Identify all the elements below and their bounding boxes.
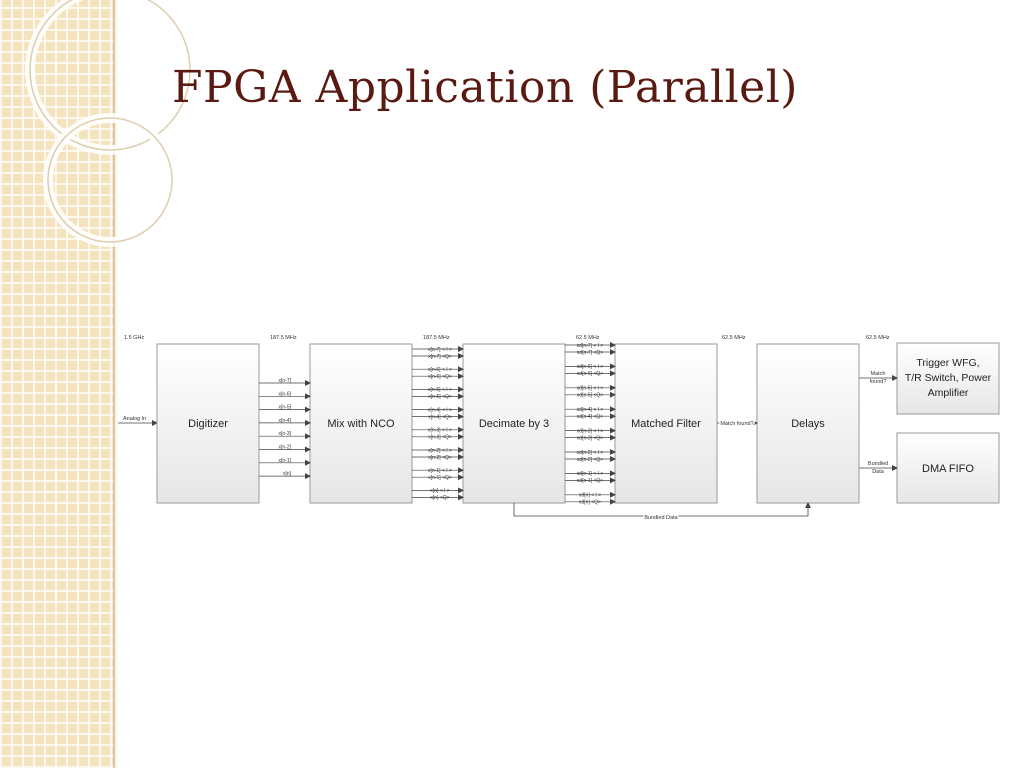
trigger-block: Trigger WFG, T/R Switch, Power Amplifier bbox=[896, 342, 1000, 415]
dma-fifo-label: DMA FIFO bbox=[922, 463, 974, 475]
decimate-label: Decimate by 3 bbox=[479, 418, 549, 430]
decimate-output-label: xd[n-1] < I > bbox=[577, 471, 604, 477]
nco-output-label: x[n-3] <Q> bbox=[428, 435, 452, 441]
decimate-output-label: xd[n] <Q> bbox=[579, 500, 601, 506]
decimate-block: Decimate by 3 bbox=[462, 343, 566, 504]
clock-label-delays: 62.5 MHz bbox=[866, 335, 890, 341]
decimate-output-label: xd[n-2] <Q> bbox=[577, 457, 603, 463]
decimate-output-label: xd[n-6] < I > bbox=[577, 364, 604, 370]
decimate-output-label: xd[n-5] < I > bbox=[577, 386, 604, 392]
clock-label-input: 1.5 GHz bbox=[124, 335, 144, 341]
trigger-label-line-3: Amplifier bbox=[928, 387, 969, 399]
nco-output-label: x[n-6] < I > bbox=[428, 367, 452, 373]
decimate-output-label: xd[n-4] <Q> bbox=[577, 414, 603, 420]
delays-match-label-1: Match bbox=[871, 371, 886, 377]
delays-block: Delays bbox=[756, 343, 860, 504]
digitizer-output-label: x[n-3] bbox=[278, 431, 291, 437]
clock-label-decimate: 62.5 MHz bbox=[576, 335, 600, 341]
decorative-circles bbox=[25, 0, 195, 247]
decimate-output-label: xd[n-3] < I > bbox=[577, 428, 604, 434]
nco-output-label: x[n-6] <Q> bbox=[428, 374, 452, 380]
nco-output-label: x[n-1] <Q> bbox=[428, 475, 452, 481]
mix-nco-block: Mix with NCO bbox=[309, 343, 413, 504]
digitizer-output-label: x[n-4] bbox=[278, 418, 291, 424]
nco-output-label: x[n-5] <Q> bbox=[428, 394, 452, 400]
matched-filter-block: Matched Filter bbox=[614, 343, 718, 504]
digitizer-output-label: x[n-2] bbox=[278, 445, 291, 451]
delays-label: Delays bbox=[791, 418, 825, 430]
delays-bundled-label-2: Data bbox=[872, 469, 885, 475]
digitizer-output-label: x[n-6] bbox=[278, 391, 291, 397]
delays-bundled-label-1: Bundled bbox=[868, 461, 888, 467]
sidebar-shadow bbox=[113, 0, 118, 768]
decimate-output-label: xd[n-7] < I > bbox=[577, 343, 604, 349]
nco-output-label: x[n] < I > bbox=[430, 488, 450, 494]
decimate-output-label: xd[n-4] < I > bbox=[577, 407, 604, 413]
clock-label-nco: 187.5 MHz bbox=[423, 335, 450, 341]
nco-output-label: x[n-3] < I > bbox=[428, 428, 452, 434]
nco-output-label: x[n-4] <Q> bbox=[428, 414, 452, 420]
digitizer-output-label: x[n-5] bbox=[278, 405, 291, 411]
delays-match-label-2: found? bbox=[870, 379, 887, 385]
decimate-output-label: xd[n-6] <Q> bbox=[577, 371, 603, 377]
nco-output-label: x[n-2] < I > bbox=[428, 448, 452, 454]
nco-output-label: x[n-1] < I > bbox=[428, 468, 452, 474]
clock-label-filter: 62.5 MHz bbox=[722, 335, 746, 341]
analog-in-label: Analog In bbox=[123, 416, 146, 422]
decimate-output-label: xd[n-3] <Q> bbox=[577, 435, 603, 441]
bundled-data-feedback-line bbox=[513, 502, 811, 517]
decimate-output-label: xd[n-7] <Q> bbox=[577, 350, 603, 356]
mix-nco-label: Mix with NCO bbox=[327, 418, 395, 430]
decimate-output-label: xd[n] < I > bbox=[579, 493, 601, 499]
trigger-label-line-1: Trigger WFG, bbox=[916, 357, 979, 369]
digitizer-output-label: x[n-7] bbox=[278, 378, 291, 384]
digitizer-block: Digitizer bbox=[156, 343, 260, 504]
decimate-output-label: xd[n-5] <Q> bbox=[577, 393, 603, 399]
bundled-data-feedback-label: Bundled Data bbox=[644, 515, 678, 521]
matched-filter-label: Matched Filter bbox=[631, 418, 701, 430]
nco-output-label: x[n-2] <Q> bbox=[428, 455, 452, 461]
decimate-output-label: xd[n-1] <Q> bbox=[577, 478, 603, 484]
nco-output-label: x[n-5] < I > bbox=[428, 387, 452, 393]
dma-fifo-block: DMA FIFO bbox=[896, 432, 1000, 504]
digitizer-output-label: x[n-1] bbox=[278, 458, 291, 464]
digitizer-label: Digitizer bbox=[188, 418, 228, 430]
nco-output-label: x[n-7] < I > bbox=[428, 347, 452, 353]
nco-output-label: x[n-4] < I > bbox=[428, 407, 452, 413]
nco-output-label: x[n] <Q> bbox=[430, 495, 449, 501]
nco-output-label: x[n-7] <Q> bbox=[428, 354, 452, 360]
digitizer-output-label: x[n] bbox=[283, 471, 292, 477]
trigger-label-line-2: T/R Switch, Power bbox=[905, 372, 992, 384]
match-found-label: Match found? bbox=[720, 421, 753, 427]
clock-label-digitizer: 187.5 MHz bbox=[270, 335, 297, 341]
decimate-output-label: xd[n-2] < I > bbox=[577, 450, 604, 456]
slide-title: FPGA Application (Parallel) bbox=[172, 62, 798, 113]
